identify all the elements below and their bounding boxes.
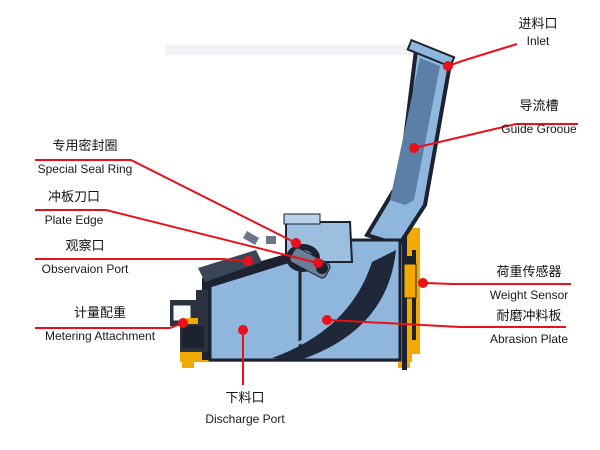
label-weight: 荷重传感器 Weight Sensor: [474, 266, 584, 301]
top-cap: [283, 213, 321, 225]
bolt-1: [242, 231, 260, 245]
weight-sensor-cap: [406, 256, 414, 264]
dot-discharge: [238, 325, 248, 335]
dot-weight: [418, 278, 428, 288]
dot-metering: [178, 318, 188, 328]
dot-guide: [409, 143, 419, 153]
abrasion-highlight: [275, 263, 368, 356]
base-foot-left: [182, 362, 194, 368]
bolt-2: [266, 236, 276, 244]
leader-observation: [35, 258, 249, 262]
label-inlet-en: Inlet: [526, 34, 550, 48]
label-seal: 专用密封圈 Special Seal Ring: [30, 140, 140, 175]
label-weight-zh: 荷重传感器: [496, 265, 562, 280]
label-abrasion-en: Abrasion Plate: [489, 332, 569, 346]
label-seal-zh: 专用密封圈: [52, 139, 118, 154]
leader-seal: [35, 159, 297, 244]
metering-tag: [186, 318, 198, 324]
label-guide-en: Guide Grooue: [501, 122, 577, 136]
dot-inlet: [443, 61, 453, 71]
body-edge: [202, 250, 300, 360]
abrasion-curve: [272, 250, 396, 360]
label-guide: 导流槽 Guide Grooue: [494, 100, 584, 135]
label-metering: 计量配重 Metering Attachment: [34, 307, 166, 342]
label-abrasion: 耐磨冲料板 Abrasion Plate: [474, 310, 584, 345]
dot-observation: [243, 256, 253, 266]
label-metering-zh: 计量配重: [73, 306, 126, 321]
label-metering-en: Metering Attachment: [44, 329, 156, 343]
label-observation-zh: 观察口: [65, 239, 105, 254]
dot-seal: [291, 238, 301, 248]
metering-weight: [182, 326, 204, 348]
label-guide-zh: 导流槽: [519, 99, 559, 114]
inlet-flange: [406, 38, 456, 68]
label-plate-edge-zh: 冲板刀口: [47, 190, 100, 205]
label-plate-edge: 冲板刀口 Plate Edge: [34, 191, 114, 226]
leader-plate-edge: [35, 209, 319, 264]
label-observation-en: Observaion Port: [41, 262, 129, 276]
leader-dots: [178, 61, 453, 335]
label-observation: 观察口 Observaion Port: [30, 240, 140, 275]
guide-groove-inner: [390, 58, 440, 205]
label-weight-en: Weight Sensor: [489, 288, 569, 302]
leader-weight: [425, 282, 571, 285]
weight-sensor: [403, 263, 417, 299]
dot-plate-edge: [313, 258, 323, 268]
label-inlet-zh: 进料口: [518, 17, 558, 32]
background-panel: [165, 45, 420, 55]
label-inlet: 进料口 Inlet: [508, 18, 568, 47]
label-discharge: 下料口 Discharge Port: [200, 392, 290, 425]
leader-guide: [413, 123, 578, 149]
label-seal-en: Special Seal Ring: [37, 162, 133, 176]
dot-abrasion: [322, 315, 332, 325]
label-discharge-en: Discharge Port: [205, 412, 285, 426]
label-plate-edge-en: Plate Edge: [44, 213, 104, 227]
label-discharge-zh: 下料口: [225, 391, 265, 406]
leader-abrasion: [327, 319, 566, 328]
leader-inlet: [447, 43, 518, 67]
label-abrasion-zh: 耐磨冲料板: [496, 309, 562, 324]
